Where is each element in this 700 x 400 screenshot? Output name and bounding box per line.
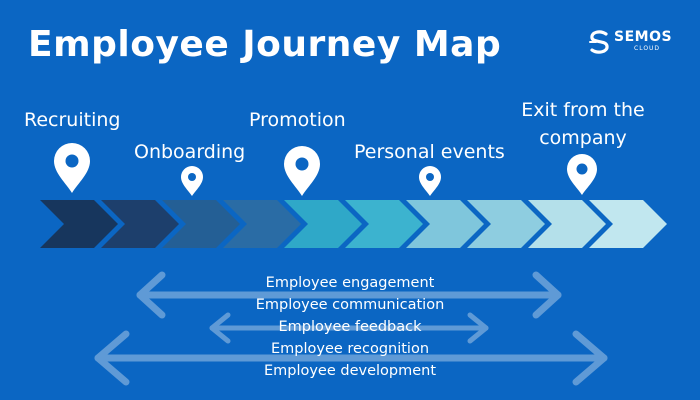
chevron-4 xyxy=(223,200,301,248)
double-arrow-icon xyxy=(209,312,489,344)
theme-development: Employee development xyxy=(263,363,437,379)
map-pin-icon xyxy=(419,166,441,196)
stage-label-exit-line2: company xyxy=(539,127,627,149)
stage-label-promotion: Promotion xyxy=(249,109,346,131)
semos-cloud-logo: SEMOS CLOUD xyxy=(586,27,682,57)
double-arrow-icon xyxy=(94,330,608,386)
stage-label-exit-line1: Exit from the xyxy=(521,99,645,121)
stage-label-personal-events: Personal events xyxy=(354,141,505,163)
chevron-3 xyxy=(162,200,240,248)
chevron-5 xyxy=(284,200,362,248)
chevron-2 xyxy=(101,200,179,248)
map-pin-icon xyxy=(181,166,203,196)
chevron-10 xyxy=(589,200,667,248)
chevron-8 xyxy=(467,200,545,248)
chevron-9 xyxy=(528,200,606,248)
theme-feedback: Employee feedback xyxy=(278,319,422,335)
chevron-1 xyxy=(40,200,118,248)
logo-subtitle: CLOUD xyxy=(634,45,661,52)
map-pin-icon xyxy=(284,146,320,196)
logo-icon xyxy=(589,30,609,54)
map-pin-icon xyxy=(54,143,90,193)
stage-label-recruiting: Recruiting xyxy=(24,109,121,131)
page-title: Employee Journey Map xyxy=(28,24,502,65)
double-arrow-icon xyxy=(136,271,562,319)
stage-label-onboarding: Onboarding xyxy=(134,141,246,163)
map-pin-icon xyxy=(567,154,597,195)
chevron-bar xyxy=(40,200,667,248)
theme-recognition: Employee recognition xyxy=(270,341,430,357)
chevron-6 xyxy=(345,200,423,248)
theme-engagement: Employee engagement xyxy=(265,275,435,291)
logo-name: SEMOS xyxy=(614,29,673,45)
chevron-7 xyxy=(406,200,484,248)
theme-communication: Employee communication xyxy=(255,297,445,313)
